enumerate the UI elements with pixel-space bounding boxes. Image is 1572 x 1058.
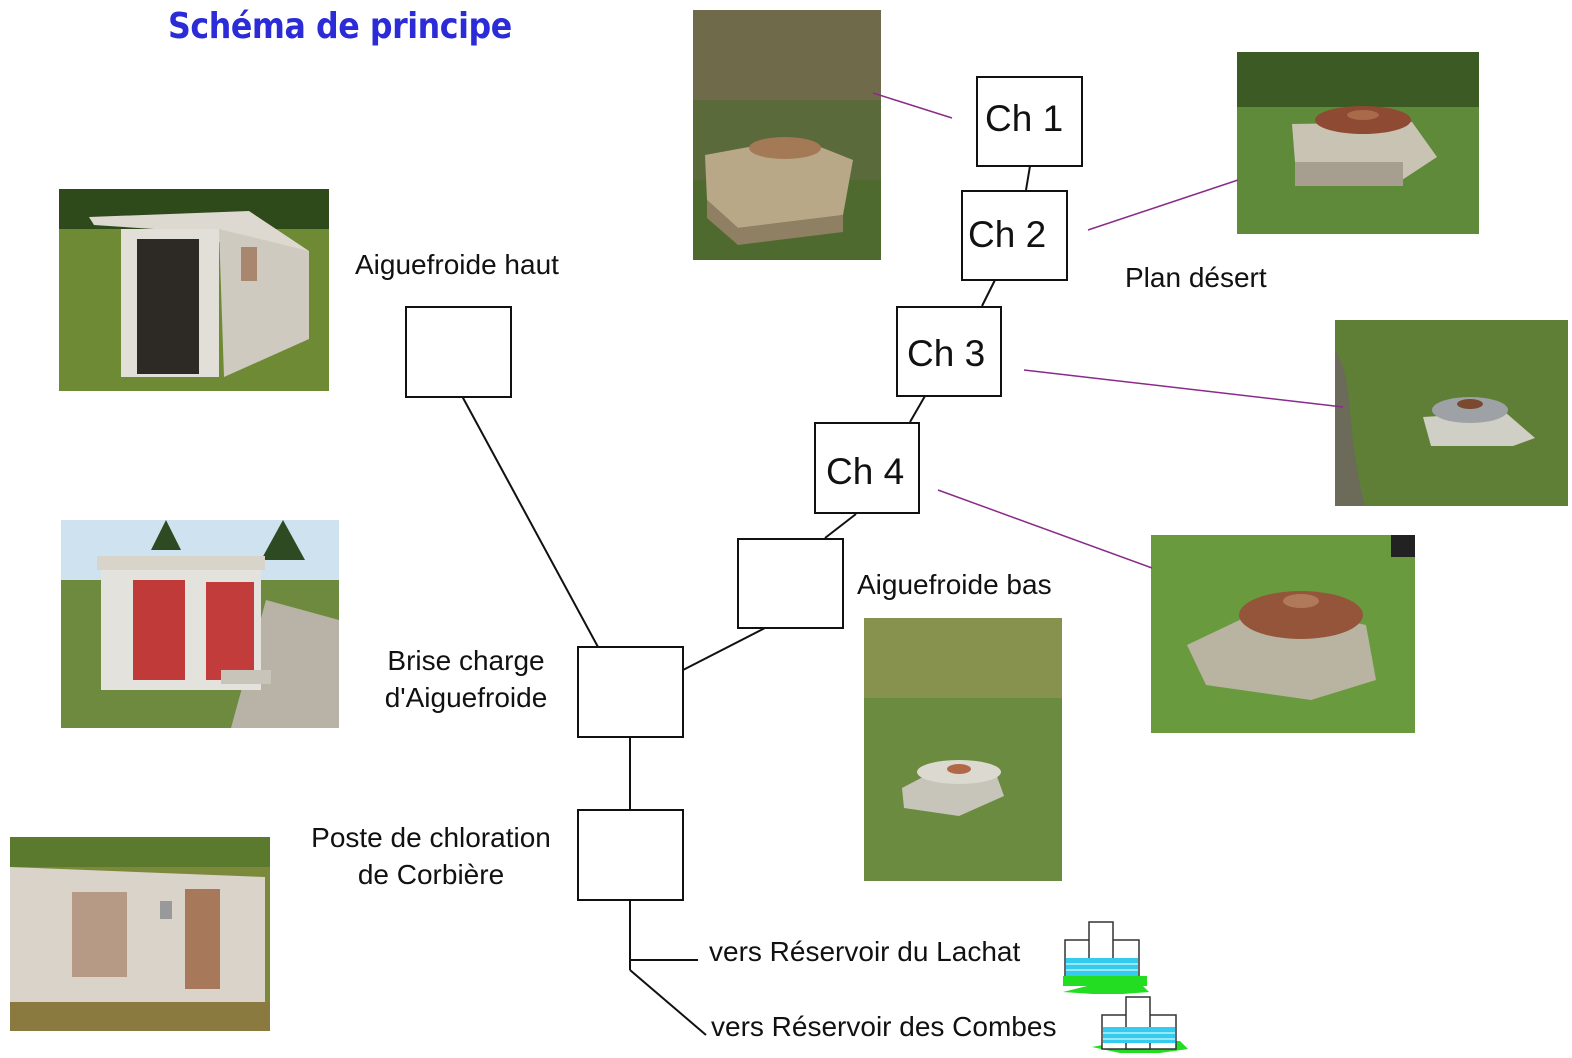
- leader-ch3: [1023, 369, 1344, 408]
- box-ch2: [961, 190, 1068, 281]
- label-poste-line2: de Corbière: [357, 859, 505, 890]
- box-ch1: [976, 76, 1083, 167]
- label-plan-desert: Plan désert: [1125, 262, 1267, 293]
- label-brise-charge-line1: Brise charge: [387, 645, 545, 676]
- connector-haut-brise: [461, 395, 599, 648]
- box-aiguefroide-bas: [737, 538, 844, 629]
- ch3-label: Ch 3: [907, 333, 985, 374]
- label-vers-lachat: vers Réservoir du Lachat: [709, 936, 1021, 967]
- leader-ch2: [1087, 179, 1239, 231]
- connector-to-combes: [629, 969, 707, 1036]
- photo-aiguefroide-haut: [59, 189, 329, 391]
- photo-ch4-chamber: [1151, 535, 1415, 733]
- photo-brise-charge: [61, 520, 339, 728]
- page-title: Schéma de principe: [168, 6, 512, 47]
- label-poste-line1: Poste de chloration: [311, 822, 551, 853]
- connector-ch1-ch2: [1025, 165, 1031, 191]
- box-poste-chloration: [577, 809, 684, 901]
- leader-ch1: [872, 92, 953, 119]
- leader-ch4: [937, 489, 1153, 569]
- photo-ch2-chamber: [1237, 52, 1479, 234]
- label-poste-chloration: Poste de chloration de Corbière: [296, 819, 566, 893]
- reservoir-icon: [1092, 996, 1188, 1053]
- label-vers-combes: vers Réservoir des Combes: [711, 1011, 1057, 1042]
- connector-ch2-ch3: [981, 279, 996, 307]
- box-ch4: [814, 422, 920, 514]
- label-brise-charge: Brise charge d'Aiguefroide: [368, 642, 564, 716]
- photo-poste-chloration: [10, 837, 270, 1031]
- label-aiguefroide-haut: Aiguefroide haut: [355, 249, 559, 280]
- reservoir-icon: [1063, 921, 1149, 994]
- connector-bas-brise: [682, 627, 766, 671]
- label-aiguefroide-bas: Aiguefroide bas: [857, 569, 1052, 600]
- photo-aiguefroide-bas: [864, 618, 1062, 881]
- box-ch3: [896, 306, 1002, 397]
- ch4-label: Ch 4: [826, 451, 904, 492]
- ch2-label: Ch 2: [968, 214, 1046, 255]
- photo-ch1-chamber: [693, 10, 881, 260]
- photo-ch3-chamber: [1335, 320, 1568, 506]
- label-brise-charge-line2: d'Aiguefroide: [384, 682, 548, 713]
- box-brise-charge: [577, 646, 684, 738]
- box-aiguefroide-haut: [405, 306, 512, 398]
- connector-ch4-bas: [824, 513, 857, 539]
- ch1-label: Ch 1: [985, 98, 1063, 139]
- connector-ch3-ch4: [909, 395, 926, 423]
